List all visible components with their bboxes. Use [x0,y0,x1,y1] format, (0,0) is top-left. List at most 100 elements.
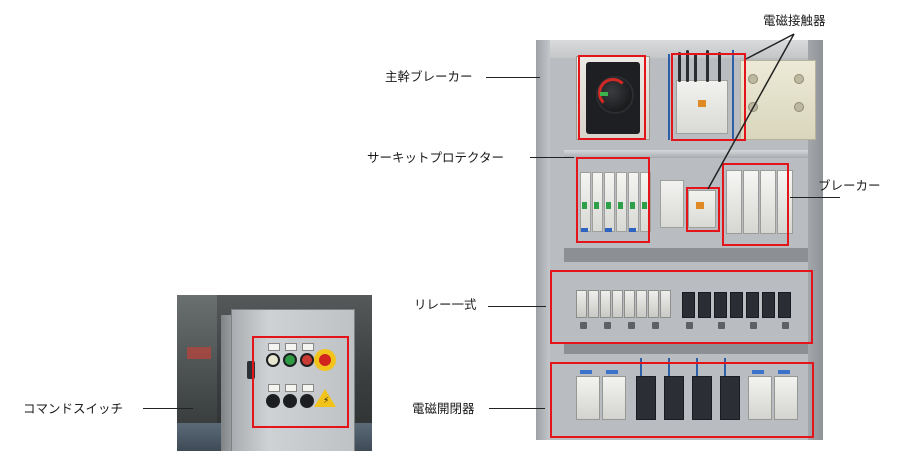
terminal [604,322,611,329]
leader-contactor-top [745,33,795,60]
label-main-breaker: 主幹ブレーカー [385,69,473,84]
relay [730,292,743,318]
terminal [628,322,635,329]
terminal-cap [606,370,618,374]
leader-circuit-protector [530,157,574,158]
wiring-duct [564,248,808,262]
highlight-breaker [722,163,789,246]
terminal-cap [605,228,612,232]
terminal-cap [752,370,764,374]
wiring-duct [564,342,808,354]
leader-contactor-small [707,33,795,190]
breaker-unit [743,170,759,234]
button-label-plate [268,343,280,351]
emergency-stop-button [319,354,331,366]
relay [778,292,791,318]
label-relay-set: リレー一式 [414,297,477,312]
terminal-cap [580,370,592,374]
switch-box-side [221,315,233,451]
relay [624,290,635,318]
warning-sign-icon [314,389,336,407]
push-button-black [266,394,280,408]
cable [732,50,734,140]
relay [698,292,711,318]
cable [686,50,689,82]
contactor-indicator [696,202,704,209]
pilot-lamp-red [300,353,314,367]
cabinet-top-frame [536,40,823,58]
leader-relay-set [488,306,546,307]
button-label-plate [302,384,314,392]
push-button-black [300,394,314,408]
terminal [686,322,693,329]
highlight-command-switch [252,336,349,428]
breaker-unit [760,170,776,234]
cable [640,358,642,376]
screw [748,74,758,84]
switch-box-latch [247,361,255,379]
highlight-circuit-protector [576,157,650,243]
circuit-protector-handle [630,202,635,209]
control-panel-photo [536,40,823,440]
magnetic-switch-unit [774,376,798,420]
transformer [740,60,816,140]
contactor-indicator [698,100,706,107]
cable [678,52,681,82]
screw [794,102,804,112]
button-label-plate [285,384,297,392]
button-label-plate [285,343,297,351]
top-contactor [676,80,728,134]
magnetic-switch-unit [636,376,656,420]
cable [668,54,670,140]
terminal-cap [581,228,588,232]
terminal [718,322,725,329]
circuit-protector-handle [642,202,647,209]
relay [576,290,587,318]
relay [746,292,759,318]
terminal-cap [778,370,790,374]
button-label-plate [302,343,314,351]
magnetic-switch-unit [602,376,626,420]
pilot-lamp-white [266,353,280,367]
cable [668,358,670,376]
relay [648,290,659,318]
magnetic-switch-unit [720,376,740,420]
relay [588,290,599,318]
circuit-protector-handle [594,202,599,209]
button-label-plate [268,384,280,392]
leader-breaker [790,197,840,198]
circuit-protector-handle [606,202,611,209]
label-magnetic-switch: 電磁開閉器 [412,401,475,416]
terminal-cap [629,228,636,232]
magnetic-switch-unit [576,376,600,420]
label-breaker: ブレーカー [818,178,881,193]
screw [794,74,804,84]
pilot-lamp-green [283,353,297,367]
background-object [187,347,211,359]
breaker-unit [777,170,793,234]
push-button-black [283,394,297,408]
cable [718,52,721,82]
highlight-relay-set [550,270,813,344]
highlight-main-breaker [578,55,646,140]
main-breaker-on-indicator [600,92,608,96]
leader-command-switch [143,408,193,409]
warning-mark: ⚡ [323,396,330,406]
magnetic-switch-unit [692,376,712,420]
relay [660,290,671,318]
breaker-unit [726,170,742,234]
label-contactor: 電磁接触器 [763,13,826,28]
magnetic-switch-unit [748,376,772,420]
circuit-protector-handle [582,202,587,209]
label-circuit-protector: サーキットプロテクター [367,150,505,165]
highlight-contactor-small [686,187,720,232]
leader-magnetic-switch [489,408,545,409]
highlight-contactor-top [671,53,746,141]
label-command-switch: コマンドスイッチ [23,401,124,416]
cable [694,54,697,82]
terminal [652,322,659,329]
terminal [580,322,587,329]
cable [696,358,698,376]
relay [714,292,727,318]
